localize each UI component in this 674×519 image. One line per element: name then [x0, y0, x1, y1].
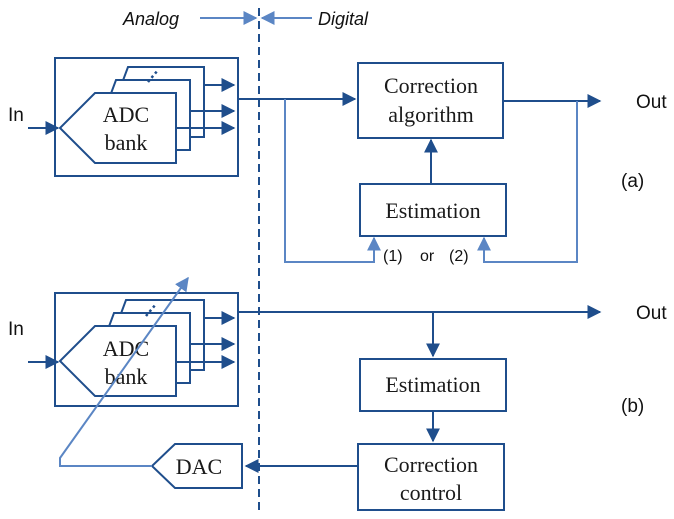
correction-label-b: Correction: [384, 452, 478, 477]
domain-header: Analog Digital: [122, 9, 369, 29]
adc-card-front-b: [58, 325, 177, 397]
estimation-label-a: Estimation: [385, 198, 480, 223]
adc-card-front-a: [58, 92, 177, 164]
input-label-b: In: [8, 319, 24, 340]
input-label-a: In: [8, 105, 24, 126]
dac-label: DAC: [176, 454, 222, 479]
estimation-box-a: [359, 183, 507, 237]
option-2-label: (2): [449, 248, 469, 265]
adc-label-b: ADC: [103, 336, 149, 361]
feedback-path-option-2: [477, 101, 578, 263]
adc-ellipsis-a: [147, 69, 159, 83]
dac-adjust-arrow: [59, 276, 189, 467]
digital-label: Digital: [318, 9, 369, 29]
correction-label-a: Correction: [384, 73, 478, 98]
diagram-b: ADC bank In Out Estimation Correction co…: [8, 276, 667, 511]
or-label: or: [420, 248, 435, 265]
adc-label-a: ADC: [103, 102, 149, 127]
output-label-a: Out: [636, 92, 667, 113]
correction-label2-a: algorithm: [388, 102, 474, 127]
correction-label2-b: control: [400, 480, 462, 505]
output-label-b: Out: [636, 303, 667, 324]
correction-control-box: [357, 443, 505, 511]
diagram-a: ADC bank In Correction algorithm Out Est…: [8, 57, 667, 265]
option-1-label: (1): [383, 248, 403, 265]
dac-block: [150, 443, 243, 489]
adc-ellipsis-b: [145, 303, 157, 317]
diagram-a-label: (a): [621, 171, 644, 192]
feedback-path-option-1: [284, 99, 381, 263]
adc-label2-a: bank: [105, 130, 148, 155]
estimation-label-b: Estimation: [385, 372, 480, 397]
analog-label: Analog: [122, 9, 179, 29]
diagram-b-label: (b): [621, 396, 644, 417]
